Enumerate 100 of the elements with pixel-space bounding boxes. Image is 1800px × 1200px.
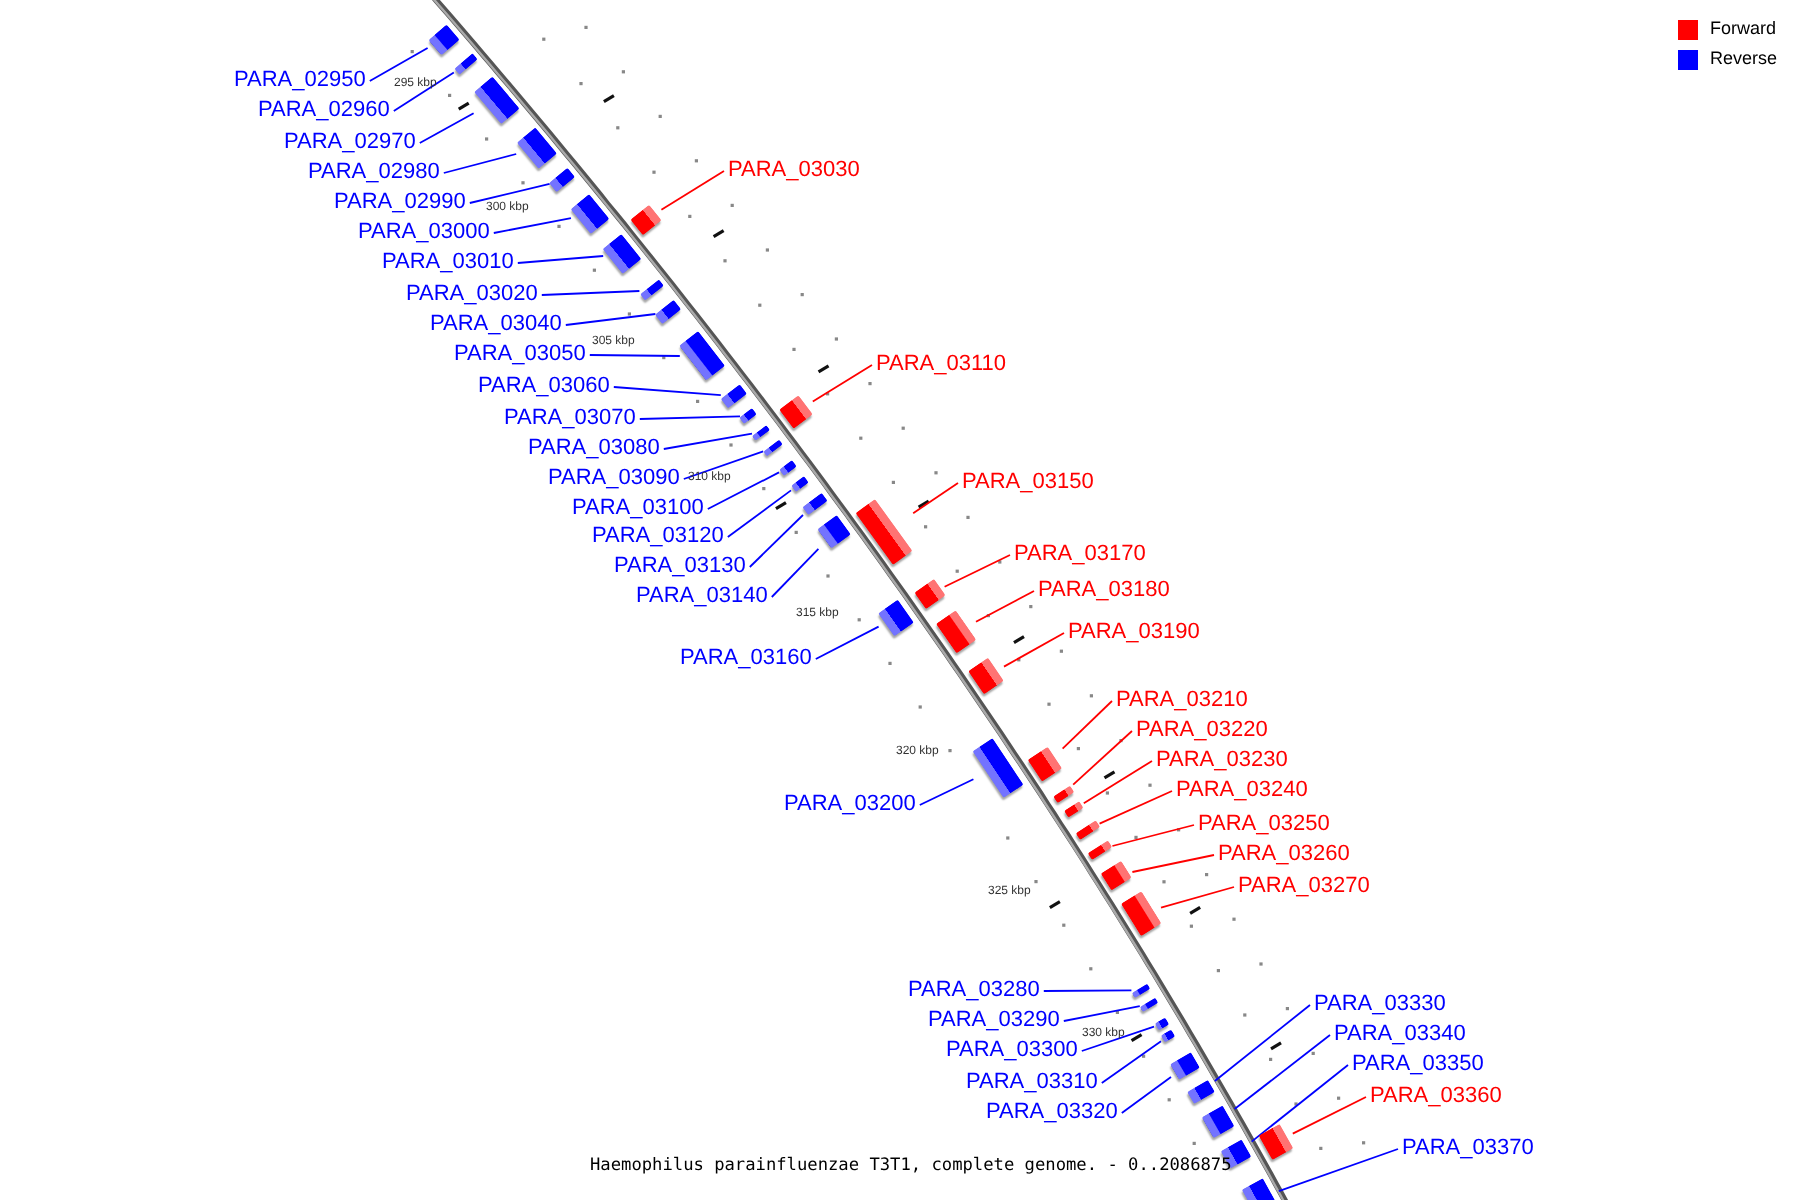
gene-block [968, 658, 1005, 695]
gene-label: PARA_03080 [528, 436, 660, 462]
leader-line [1277, 1148, 1399, 1193]
gene-label: PARA_03130 [614, 554, 746, 580]
leader-line [1098, 790, 1173, 825]
gene-block [655, 300, 682, 325]
gene-block [1187, 1079, 1215, 1105]
gene-label: PARA_03100 [572, 496, 704, 522]
gene-block [427, 23, 459, 55]
leader-line [588, 354, 681, 357]
gene-block [1120, 890, 1161, 937]
leader-line [1213, 1004, 1311, 1082]
gene-block [1064, 801, 1084, 817]
gene-label: PARA_03140 [636, 584, 768, 610]
leader-line [1233, 1034, 1331, 1110]
leader-line [706, 471, 780, 510]
leader-line [516, 255, 605, 264]
legend-label: Forward [1710, 18, 1777, 40]
caption: Haemophilus parainfluenzae T3T1, complete genome. - 0..2086875 [590, 1156, 1232, 1176]
gene-block [763, 439, 783, 457]
gene-label: PARA_03010 [382, 250, 514, 276]
gene-label: PARA_03270 [1238, 874, 1370, 900]
gene-label: PARA_03160 [680, 646, 812, 672]
gene-block [1088, 839, 1113, 859]
gene-label: PARA_03360 [1370, 1084, 1502, 1110]
leader-line [612, 386, 722, 397]
gene-label: PARA_02950 [234, 68, 366, 94]
gene-label: PARA_03220 [1136, 718, 1268, 744]
leader-line [368, 47, 429, 82]
gene-label: PARA_02970 [284, 130, 416, 156]
leader-line [770, 547, 820, 598]
gene-block [549, 168, 576, 193]
gene-label: PARA_03190 [1068, 620, 1200, 646]
gene-block [453, 54, 478, 76]
gene-label: PARA_03340 [1334, 1022, 1466, 1048]
gene-block [603, 234, 642, 275]
gene-block [973, 737, 1025, 797]
gene-label: PARA_03250 [1198, 812, 1330, 838]
gene-label: PARA_03300 [946, 1038, 1078, 1064]
leader-line [660, 170, 725, 211]
gene-label: PARA_03180 [1038, 578, 1170, 604]
gene-label: PARA_03090 [548, 466, 680, 492]
leader-line [912, 482, 959, 515]
leader-line [564, 313, 657, 326]
leader-line [1062, 1005, 1141, 1022]
gene-label: PARA_03210 [1116, 688, 1248, 714]
gene-label: PARA_03060 [478, 374, 610, 400]
gene-block [779, 459, 797, 476]
gene-block [639, 279, 664, 301]
gene-block [935, 610, 977, 655]
gene-label: PARA_03120 [592, 524, 724, 550]
leader-line [418, 112, 475, 144]
legend-label: Reverse [1710, 48, 1778, 70]
leader-line [943, 554, 1011, 588]
gene-label: PARA_03050 [454, 342, 586, 368]
gene-label: PARA_03240 [1176, 778, 1308, 804]
gene-block [791, 475, 809, 492]
leader-line [814, 625, 880, 660]
gene-block [878, 599, 915, 636]
gene-block [1075, 819, 1100, 839]
gene-label: PARA_03070 [504, 406, 636, 432]
leader-line [1250, 1064, 1349, 1143]
gene-block [818, 514, 852, 549]
leader-line [1100, 1040, 1162, 1084]
gene-block [516, 128, 557, 170]
leader-line [975, 590, 1035, 623]
gene-block [751, 424, 770, 440]
leader-line [638, 415, 741, 420]
gene-label: PARA_03150 [962, 470, 1094, 496]
leader-line [748, 514, 804, 568]
gene-block [571, 194, 610, 235]
gene-label: PARA_03350 [1352, 1052, 1484, 1078]
leader-line [1131, 854, 1215, 873]
gene-label: PARA_02980 [308, 160, 440, 186]
leader-line [1111, 824, 1195, 847]
leader-line [492, 217, 572, 234]
gene-label: PARA_03030 [728, 158, 860, 184]
leader-line [726, 489, 792, 538]
leader-line [1072, 730, 1133, 786]
gene-label: PARA_03000 [358, 220, 490, 246]
gene-block [630, 204, 662, 235]
gene-block [1154, 1017, 1169, 1031]
gene-block [913, 579, 945, 610]
gene-label: PARA_03330 [1314, 992, 1446, 1018]
gene-label: PARA_03230 [1156, 748, 1288, 774]
gene-label: PARA_03310 [966, 1070, 1098, 1096]
gene-block [1053, 784, 1075, 802]
gene-label: PARA_03260 [1218, 842, 1350, 868]
gene-label: PARA_02960 [258, 98, 390, 124]
leader-line [811, 364, 873, 403]
leader-line [392, 71, 455, 112]
gene-label: PARA_03290 [928, 1008, 1060, 1034]
leader-line [442, 153, 518, 174]
gene-label: PARA_03200 [784, 792, 916, 818]
leader-line [918, 778, 975, 806]
gene-block [473, 77, 519, 125]
gene-block [1170, 1052, 1201, 1080]
gene-block [1258, 1124, 1293, 1161]
gene-block [779, 395, 813, 429]
gene-block [1101, 860, 1133, 891]
